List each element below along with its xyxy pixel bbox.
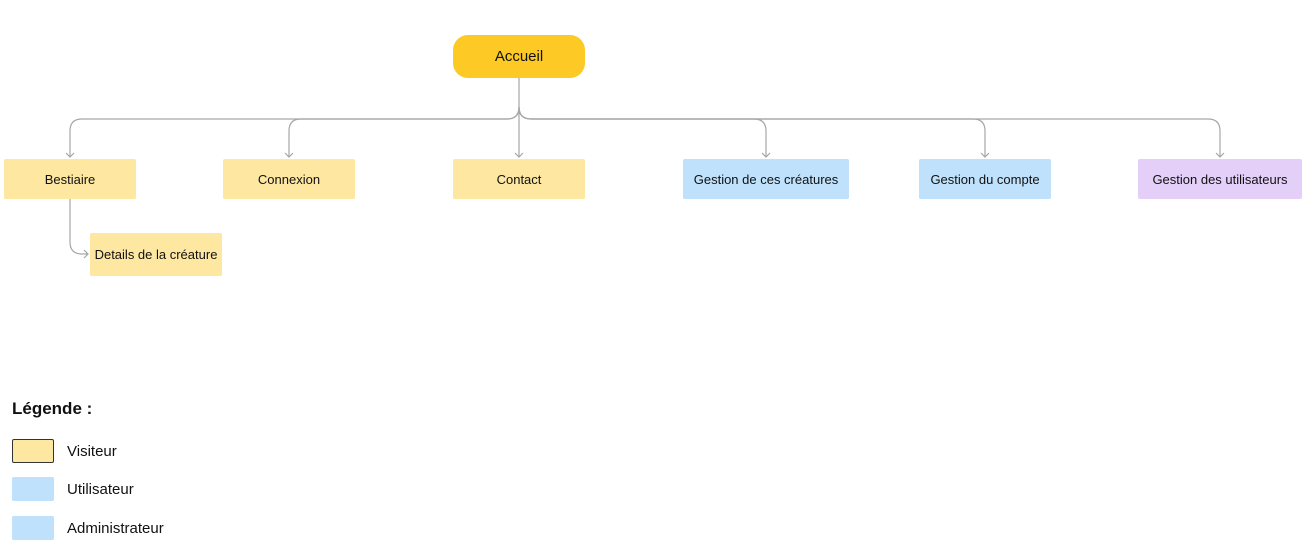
connector-details [69,199,89,259]
connector-connexion [284,106,520,158]
legend-swatch-visiteur [12,439,54,463]
node-gestion-compte: Gestion du compte [919,159,1051,199]
legend-swatch-utilisateur [12,477,54,501]
connector-gestion-creatures [518,106,771,158]
legend-label-utilisateur: Utilisateur [67,480,134,498]
node-bestiaire: Bestiaire [4,159,136,199]
node-accueil: Accueil [453,35,585,78]
legend-label-visiteur: Visiteur [67,442,117,460]
node-gestion-creatures: Gestion de ces créatures [683,159,849,199]
node-connexion: Connexion [223,159,355,199]
legend-title: Légende : [12,399,93,418]
legend-item-utilisateur: Utilisateur [12,477,134,501]
node-contact: Contact [453,159,585,199]
legend-item-administrateur: Administrateur [12,516,164,540]
connector-gestion-utilisateurs [518,106,1225,158]
connector-gestion-compte [518,106,990,158]
legend-label-administrateur: Administrateur [67,519,164,537]
connector-bestiaire [65,106,520,158]
node-gestion-utilisateurs: Gestion des utilisateurs [1138,159,1302,199]
legend-item-visiteur: Visiteur [12,439,117,463]
node-details-creature: Details de la créature [90,233,222,276]
legend-swatch-administrateur [12,516,54,540]
